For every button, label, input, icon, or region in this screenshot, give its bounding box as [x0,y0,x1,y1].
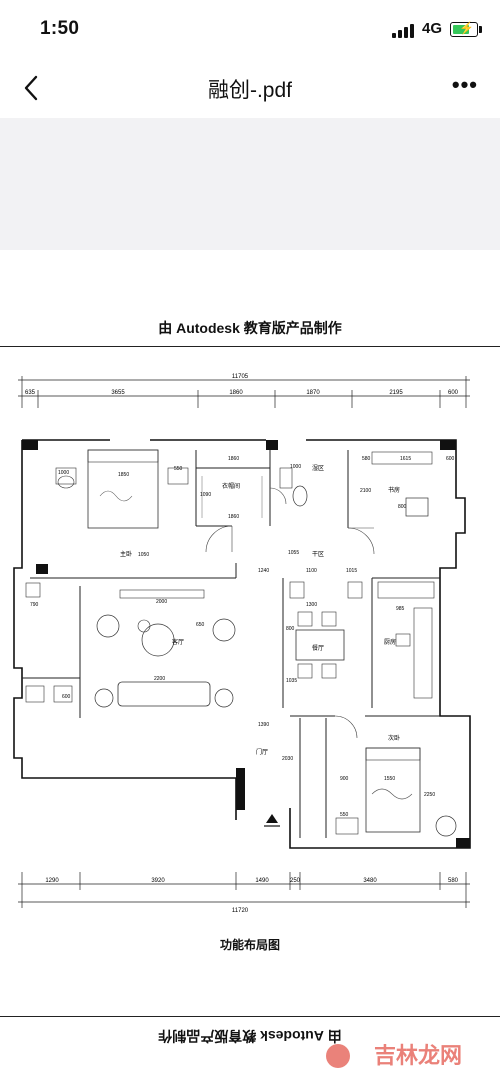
dim-top-1: 635 [25,390,36,396]
more-options-button[interactable]: ••• [452,72,478,98]
dim-800-b: 800 [286,626,295,632]
room-study: 书房 [388,486,400,494]
dim-1850: 1850 [118,472,129,478]
dim-1015: 1015 [346,568,357,574]
dim-1055: 1055 [288,550,299,556]
sheet-border-bottom [0,1016,500,1017]
dim-550-b: 550 [340,812,349,818]
dim-2000: 2000 [156,599,167,605]
dim-1860-a: 1860 [228,456,239,462]
dim-2100: 2100 [360,488,371,494]
dim-total-top: 11705 [232,374,249,380]
status-time: 1:50 [40,18,80,39]
dim-550-a: 550 [174,466,183,472]
dim-bottom-2: 3920 [151,878,165,884]
signal-icon [392,24,414,38]
viewer-gray-area [0,118,500,251]
dim-total-bottom: 11720 [232,908,249,914]
dim-600-b: 600 [62,694,71,700]
dim-top-4: 1870 [306,390,320,396]
dim-1550: 1550 [384,776,395,782]
room-dining-room: 餐厅 [312,644,324,652]
pdf-page[interactable]: 由 Autodesk 教育版产品制作 11705 635 3655 1860 1… [0,250,500,1082]
dim-1615: 1615 [400,456,411,462]
dim-985: 985 [396,606,405,612]
watermark-top: 由 Autodesk 教育版产品制作 [158,320,342,336]
dim-580: 580 [362,456,371,462]
room-entry-hall: 门厅 [256,748,268,756]
dim-1035: 1035 [286,678,297,684]
dim-1000-b: 1000 [290,464,301,470]
plan-caption: 功能布局图 [219,938,280,952]
dim-2200: 2200 [154,676,165,682]
dim-600: 600 [446,456,455,462]
dim-bottom-6: 580 [448,878,459,884]
dim-top-5: 2195 [389,390,403,396]
dim-650: 650 [196,622,205,628]
dim-790: 790 [30,602,39,608]
sheet-border-top [0,346,500,347]
network-type: 4G [422,20,443,37]
dim-1390: 1390 [258,722,269,728]
nav-bar: 融创-.pdf ••• [0,58,500,118]
site-logo-icon [326,1044,350,1068]
dim-top-6: 600 [448,390,459,396]
document-title: 融创-.pdf [207,79,293,102]
floor-plan: 11705 635 3655 1860 1870 2195 600 [13,374,471,914]
room-master-bedroom: 主卧 [120,550,132,558]
dim-1000: 1000 [58,470,69,476]
dim-1860-b: 1860 [228,514,239,520]
room-kitchen: 厨房 [384,638,396,646]
more-dots-icon: ••• [451,72,478,97]
room-second-bedroom: 次卧 [388,734,400,742]
dim-bottom-4: 250 [290,878,301,884]
dim-2250: 2250 [424,792,435,798]
dim-bottom-3: 1490 [255,878,269,884]
dim-1300: 1300 [306,602,317,608]
battery-icon: ⚡ [450,21,482,37]
back-button[interactable] [14,70,48,106]
dim-800: 800 [398,504,407,510]
room-living-room: 客厅 [172,638,184,646]
dim-2030: 2030 [282,756,293,762]
dim-900: 900 [340,776,349,782]
dim-top-3: 1860 [229,390,243,396]
room-dry-area: 干区 [312,551,324,558]
chevron-left-icon [24,75,38,101]
dim-bottom-5: 3480 [363,878,377,884]
site-logo: 吉林龙网 [373,1044,462,1069]
dim-1050: 1050 [138,552,149,558]
dim-1090: 1090 [200,492,211,498]
room-wet-area: 湿区 [312,464,324,472]
dim-bottom-1: 1290 [45,878,59,884]
dim-top-2: 3655 [111,390,125,396]
dim-1240: 1240 [258,568,269,574]
status-bar: 1:50 4G ⚡ [0,0,500,58]
dim-1100: 1100 [306,568,317,574]
room-walk-in-closet: 衣帽间 [222,482,240,490]
